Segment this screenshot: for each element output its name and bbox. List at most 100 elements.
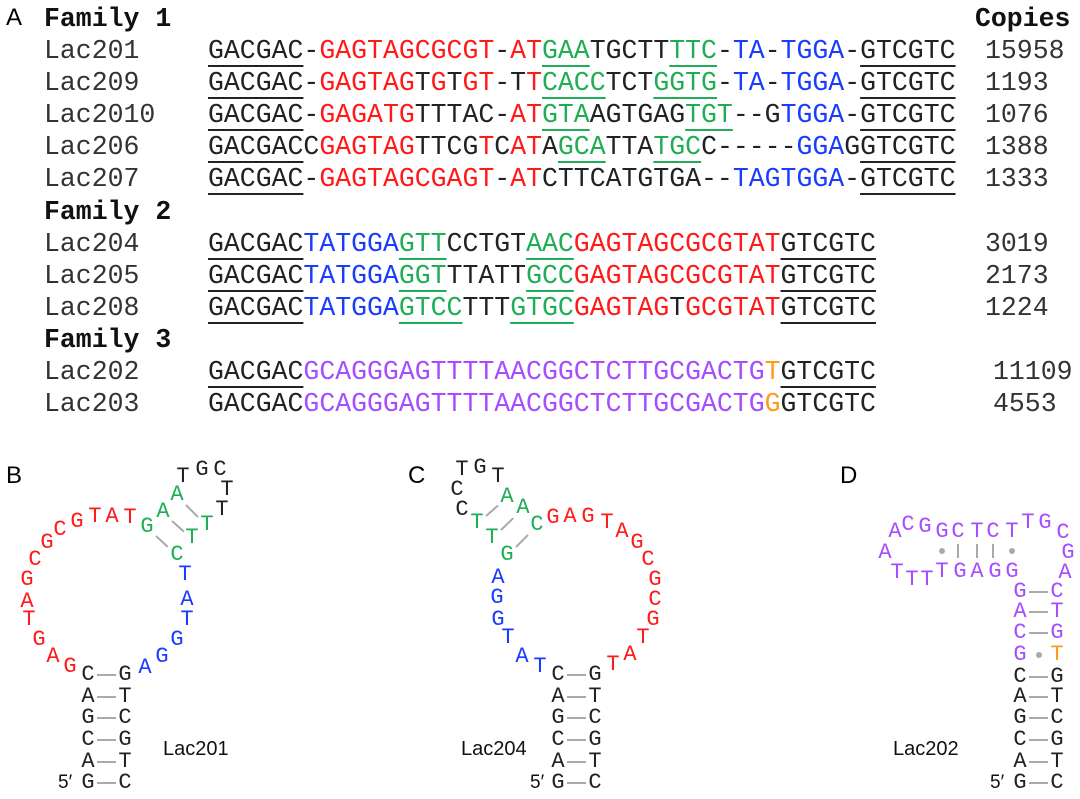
sequence-segment: TGGA bbox=[780, 36, 845, 66]
sequence-segment: GAGTAG bbox=[319, 132, 415, 162]
structure-nucleotide: T bbox=[935, 559, 949, 584]
structure-nucleotide: G bbox=[118, 727, 132, 752]
sequence-segment: GCAGGGAGTTTTAACGGCTCTTGCGACTG bbox=[303, 357, 765, 387]
sequence-segment: C bbox=[494, 132, 511, 162]
structure-nucleotide: G bbox=[1050, 620, 1064, 645]
sequence-segment: - bbox=[494, 36, 511, 66]
sequence-segment: TGT bbox=[685, 100, 733, 130]
sequence-segment: AGTGAG bbox=[589, 100, 686, 130]
structure-nucleotide: T bbox=[220, 477, 234, 502]
structure-nucleotide: G bbox=[546, 505, 560, 530]
structure-nucleotide: T bbox=[200, 512, 214, 537]
structure-nucleotide: C bbox=[81, 727, 95, 752]
base-pair-line bbox=[1029, 676, 1048, 678]
structure-nucleotide: A bbox=[1013, 599, 1027, 624]
base-pair-line bbox=[957, 544, 959, 558]
sequence-segment: TGC bbox=[653, 132, 702, 162]
sequence-segment: GAGTAG bbox=[573, 293, 670, 323]
sequence: GACGACCGAGTAGTTCGTCATAGCATTATGCC-----GGA… bbox=[208, 131, 956, 163]
structure-nucleotide: C bbox=[1050, 579, 1064, 604]
sequence: GACGACTATGGAGTCCTTTGTGCGAGTAGTGCGTATGTCG… bbox=[208, 292, 876, 324]
sequence: GACGACTATGGAGGTTTATTGCCGAGTAGCGCGTATGTCG… bbox=[208, 260, 876, 292]
sequence-segment: GTGC bbox=[510, 293, 574, 323]
structure-nucleotide: T bbox=[606, 652, 620, 677]
sequence-segment: GAGTAGCGCGT bbox=[319, 36, 495, 66]
sequence-segment: A bbox=[542, 132, 558, 162]
base-pair-line bbox=[1029, 761, 1048, 763]
structure-nucleotide: G bbox=[1038, 510, 1052, 535]
structure-nucleotide: T bbox=[1050, 684, 1064, 709]
structure-nucleotide: C bbox=[170, 542, 184, 567]
structure-nucleotide: G bbox=[1050, 727, 1064, 752]
sequence-segment: TTCG bbox=[414, 132, 479, 162]
sequence-segment: - bbox=[303, 68, 320, 98]
sequence-segment: TA bbox=[732, 36, 765, 66]
structure-nucleotide: T bbox=[1005, 519, 1019, 544]
structure-nucleotide: T bbox=[1021, 510, 1035, 535]
structure-nucleotide: C bbox=[1013, 664, 1027, 689]
structure-nucleotide: G bbox=[551, 770, 565, 795]
structure-nucleotide: A bbox=[180, 587, 194, 612]
base-pair-line bbox=[97, 739, 116, 741]
structure-nucleotide: G bbox=[646, 607, 660, 632]
sequence-segment: - bbox=[844, 36, 861, 66]
sequence-segment: GACGAC bbox=[208, 261, 304, 291]
sequence-segment: GGTG bbox=[653, 68, 717, 98]
sequence: GACGAC-GAGTAGCGAGT-ATCTTCATGTGA--TAGTGGA… bbox=[208, 163, 955, 195]
structure-nucleotide: T bbox=[890, 560, 904, 585]
structure-nucleotide: A bbox=[46, 644, 60, 669]
structure-nucleotide: T bbox=[1050, 749, 1064, 774]
sequence: GACGACGCAGGGAGTTTTAACGGCTCTTGCGACTGTGTCG… bbox=[208, 356, 876, 388]
structure-nucleotide: T bbox=[970, 519, 984, 544]
five-prime-label: 5′ bbox=[58, 772, 73, 793]
structure-nucleotide: G bbox=[648, 567, 662, 592]
copy-count: 1333 bbox=[985, 164, 1049, 194]
sequence-segment: TTT bbox=[462, 293, 511, 323]
structure-nucleotide: C bbox=[118, 705, 132, 730]
base-pair-line bbox=[1029, 696, 1048, 698]
sequence-segment: - bbox=[494, 164, 511, 194]
copies-header: Copies bbox=[975, 4, 1071, 34]
structure-nucleotide: C bbox=[118, 770, 132, 795]
sequence-segment: TTC bbox=[669, 36, 717, 66]
base-pair-line bbox=[97, 674, 116, 676]
sequence-name: Lac206 bbox=[44, 132, 140, 162]
sequence-segment: GAA bbox=[541, 36, 590, 66]
structure-nucleotide: G bbox=[70, 509, 84, 534]
structure-nucleotide: A bbox=[563, 504, 577, 529]
structure-nucleotide: T bbox=[470, 510, 484, 535]
structure-nucleotide: A bbox=[970, 559, 984, 584]
sequence-segment: CTTCATGTGA-- bbox=[541, 164, 733, 194]
sequence-name: Lac204 bbox=[44, 229, 140, 259]
structure-nucleotide: G bbox=[155, 644, 169, 669]
structure-nucleotide: G bbox=[935, 519, 949, 544]
sequence: GACGAC-GAGATGTTTAC-ATGTAAGTGAGTGT--GTGGA… bbox=[208, 99, 956, 131]
structure-nucleotide: T bbox=[88, 504, 102, 529]
structure-nucleotide: G bbox=[918, 514, 932, 539]
sequence-segment: AT bbox=[510, 100, 542, 130]
base-pair-line bbox=[976, 544, 978, 558]
structure-nucleotide: C bbox=[1050, 770, 1064, 795]
base-pair-line bbox=[567, 696, 586, 698]
structure-nucleotide: G bbox=[1050, 664, 1064, 689]
base-pair-line bbox=[1029, 782, 1048, 784]
wobble-pair-dot bbox=[939, 548, 945, 554]
sequence-name: Lac205 bbox=[44, 261, 140, 291]
structure-nucleotide: C bbox=[530, 512, 544, 537]
sequence-segment: T bbox=[764, 357, 781, 387]
sequence-segment: G bbox=[430, 68, 447, 98]
sequence-segment: T bbox=[478, 132, 495, 162]
structure-nucleotide: T bbox=[491, 464, 505, 489]
structure-nucleotide: C bbox=[1013, 727, 1027, 752]
sequence-segment: TGCTT bbox=[589, 36, 670, 66]
structure-nucleotide: G bbox=[491, 607, 505, 632]
sequence-segment: GTCGTC bbox=[860, 164, 956, 194]
sequence: GACGAC-GAGTAGTGTGT-TTCACCTCTGGTG-TA-TGGA… bbox=[208, 67, 956, 99]
structure-nucleotide: G bbox=[1061, 540, 1075, 565]
base-pair-line bbox=[567, 782, 586, 784]
five-prime-label: 5′ bbox=[990, 772, 1005, 793]
sequence-segment: - bbox=[716, 36, 733, 66]
copy-count: 4553 bbox=[993, 389, 1057, 419]
